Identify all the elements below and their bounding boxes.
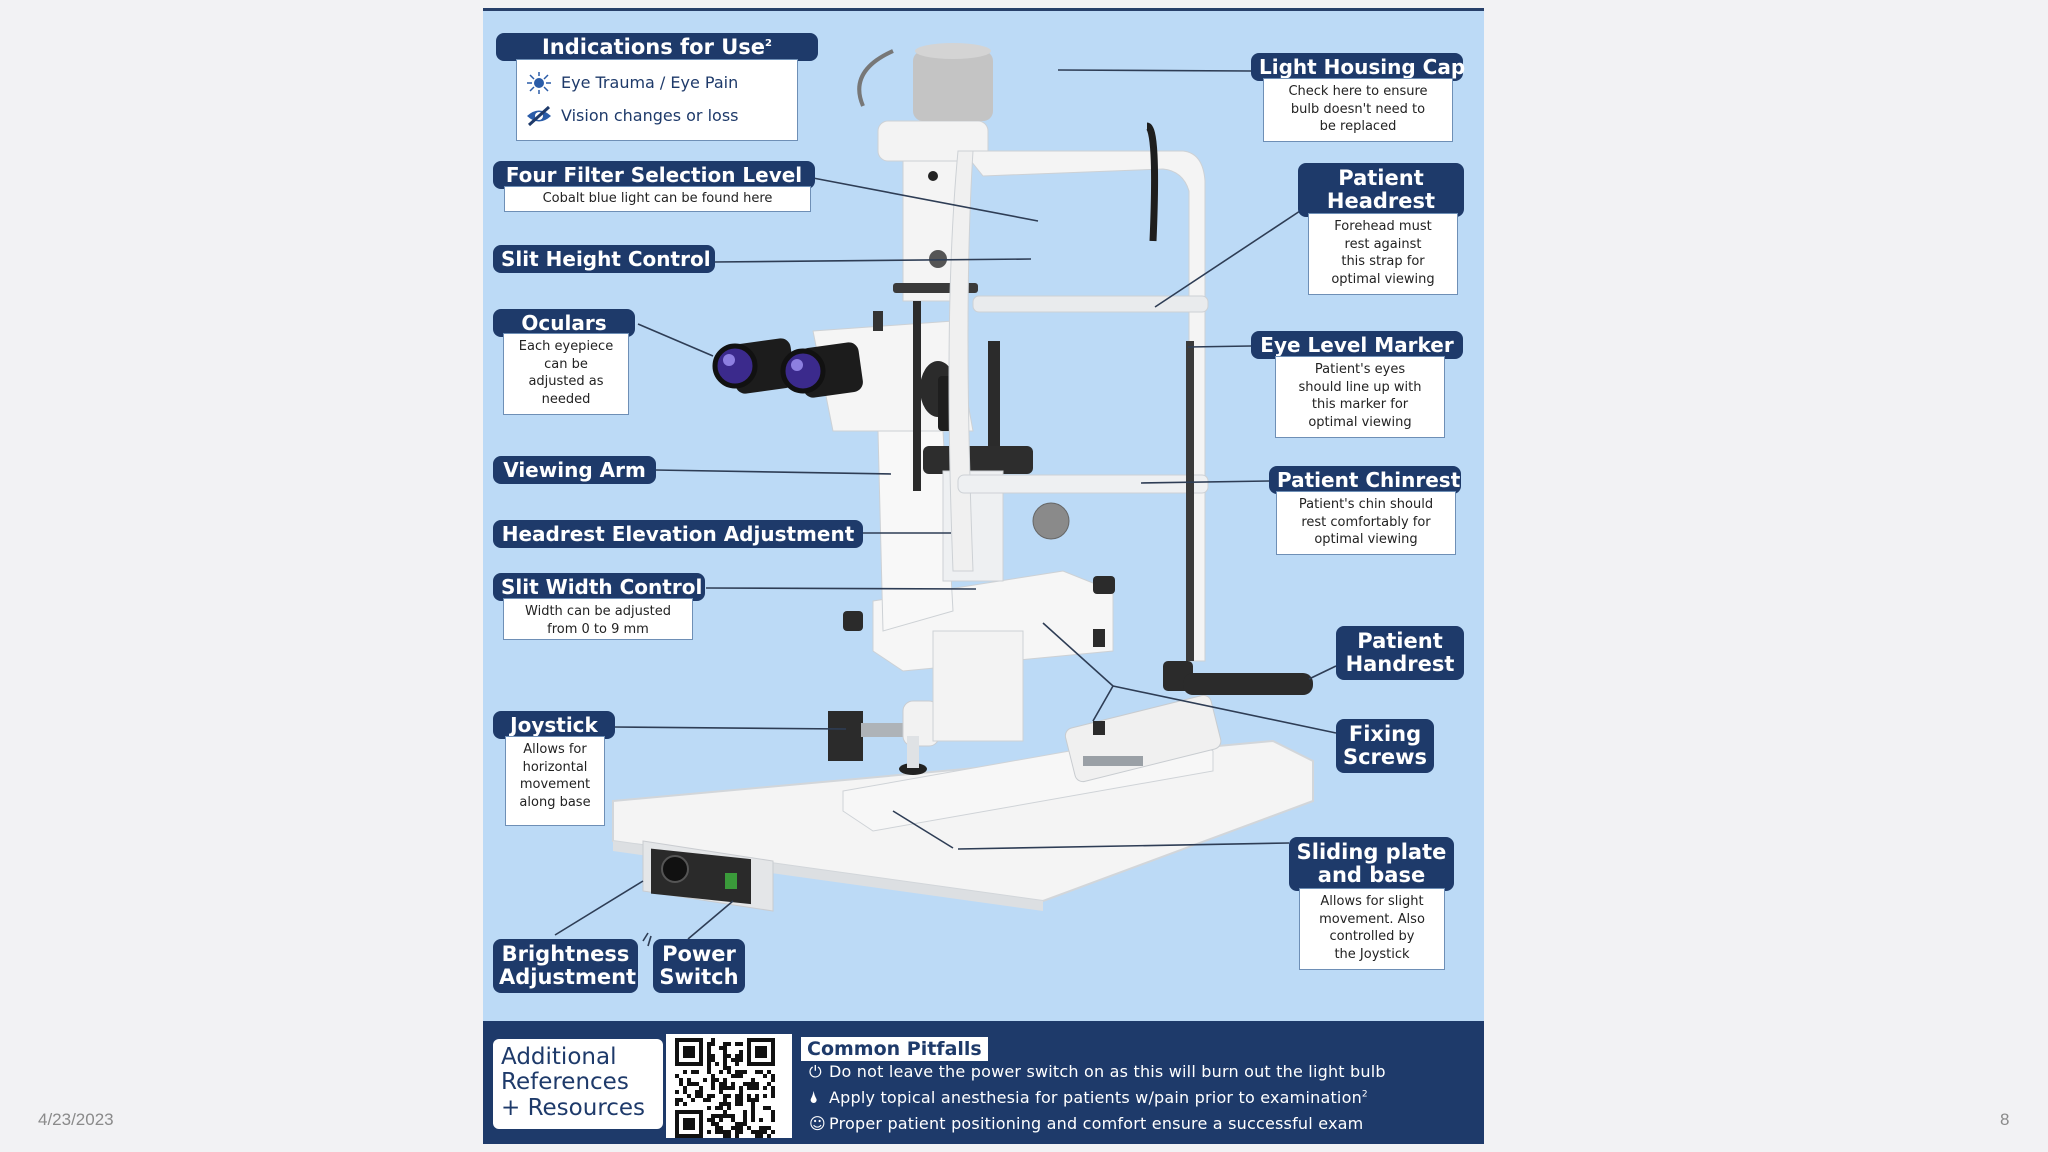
patient-chinrest-note: Patient's chin should rest comfortably f…: [1276, 491, 1456, 555]
sliding-plate-label: Sliding plate and base: [1289, 837, 1454, 892]
sun-burst-icon: [527, 71, 551, 94]
patient-headrest-label: Patient Headrest: [1298, 163, 1464, 218]
light-housing-cap-label: Light Housing Cap: [1251, 53, 1465, 81]
sliding-plate-note: Allows for slight movement. Also control…: [1299, 888, 1445, 970]
indications-list: Eye Trauma / Eye Pain Vision changes or …: [516, 59, 798, 141]
eye-slash-icon: [527, 105, 551, 126]
power-switch-label: Power Switch: [653, 939, 745, 994]
light-housing-cap-note: Check here to ensure bulb doesn't need t…: [1263, 78, 1453, 142]
slit-width-label: Slit Width Control: [493, 573, 705, 601]
indication-item: Eye Trauma / Eye Pain: [525, 66, 789, 99]
pitfall-text: Proper patient positioning and comfort e…: [829, 1114, 1364, 1133]
joystick-note: Allows for horizontal movement along bas…: [505, 736, 605, 826]
slit-lamp-poster: Indications for Use2 Eye Trauma / Eye Pa…: [483, 8, 1484, 1144]
pitfall-item: ⏻ Do not leave the power switch on as thi…: [809, 1062, 1386, 1082]
slit-lamp-illustration: [554, 43, 1337, 947]
oculars-label: Oculars: [493, 309, 635, 337]
patient-chinrest-label: Patient Chinrest: [1269, 466, 1461, 494]
patient-handrest-label: Patient Handrest: [1336, 626, 1464, 681]
eye-level-marker-label: Eye Level Marker: [1251, 331, 1463, 359]
slit-height-label: Slit Height Control: [493, 245, 715, 273]
joystick-label: Joystick: [493, 711, 615, 739]
indications-title: Indications for Use2: [496, 33, 818, 61]
pitfall-text: Apply topical anesthesia for patients w/…: [829, 1088, 1362, 1107]
patient-headrest-note: Forehead must rest against this strap fo…: [1308, 213, 1458, 295]
four-filter-note: Cobalt blue light can be found here: [504, 186, 811, 212]
qr-code-icon[interactable]: [666, 1034, 792, 1138]
pitfall-text: Do not leave the power switch on as this…: [829, 1062, 1386, 1081]
dropper-icon: 🌢: [809, 1088, 819, 1107]
oculars-note: Each eyepiece can be adjusted as needed: [503, 333, 629, 415]
four-filter-label: Four Filter Selection Level: [493, 161, 815, 189]
pitfalls-title: Common Pitfalls: [801, 1037, 988, 1061]
pitfall-item: ☺Proper patient positioning and comfort …: [809, 1114, 1363, 1133]
eye-level-marker-note: Patient's eyes should line up with this …: [1275, 356, 1445, 438]
smile-icon: ☺: [809, 1114, 826, 1133]
pitfall-item: 🌢 Apply topical anesthesia for patients w…: [809, 1088, 1368, 1107]
additional-resources-label: Additional References + Resources: [493, 1039, 663, 1129]
power-icon: ⏻: [809, 1062, 822, 1081]
indication-item: Vision changes or loss: [525, 99, 789, 132]
indication-label: Eye Trauma / Eye Pain: [561, 73, 739, 92]
slide-page-number: 8: [2000, 1110, 2010, 1129]
slit-width-note: Width can be adjusted from 0 to 9 mm: [503, 598, 693, 640]
fixing-screws-label: Fixing Screws: [1336, 719, 1434, 774]
slide-date: 4/23/2023: [38, 1110, 114, 1129]
indication-label: Vision changes or loss: [561, 106, 739, 125]
leader-lines: [554, 69, 1337, 947]
brightness-label: Brightness Adjustment: [493, 939, 638, 994]
headrest-elevation-label: Headrest Elevation Adjustment: [493, 520, 863, 548]
viewing-arm-label: Viewing Arm: [493, 456, 656, 484]
